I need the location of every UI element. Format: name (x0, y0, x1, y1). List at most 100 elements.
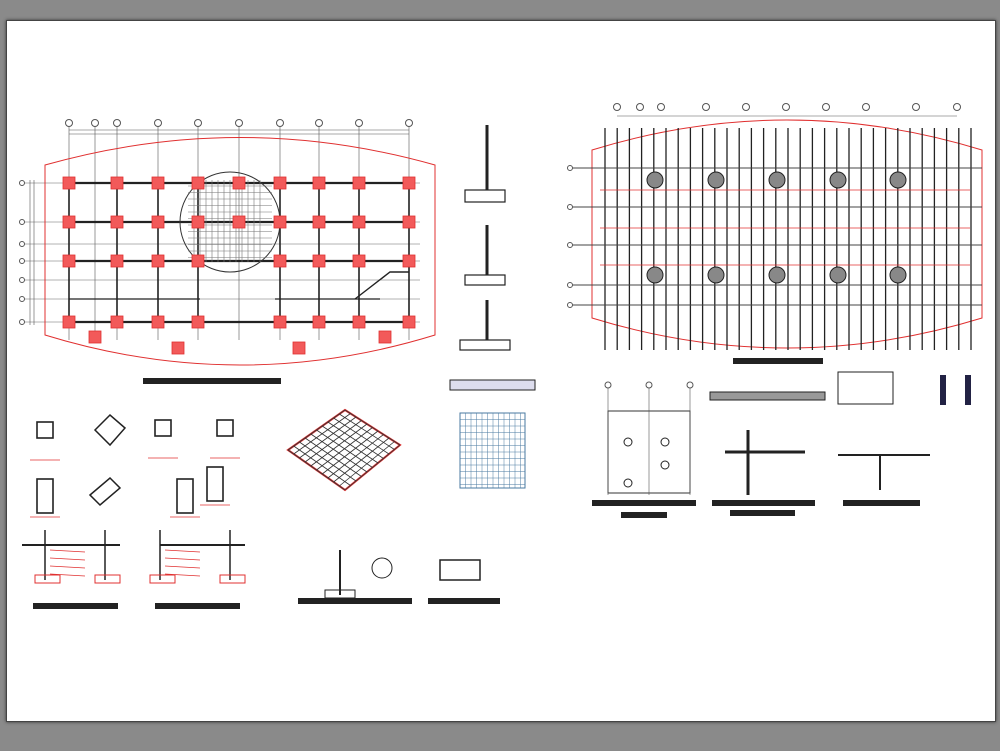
mesh-bar (316, 427, 373, 471)
anchor-bolt (623, 437, 633, 447)
mesh-bar (321, 425, 379, 464)
column-marker (62, 254, 76, 268)
mesh-bar (333, 417, 390, 455)
anchor-bolt (660, 460, 670, 470)
section-detail (837, 371, 894, 405)
grid-bubble (702, 103, 710, 111)
leader-line (164, 573, 201, 577)
footing (464, 274, 506, 286)
skylight (829, 171, 847, 189)
title-bar (143, 378, 281, 384)
column-marker (62, 215, 76, 229)
grid-bubble (91, 119, 99, 127)
footing (149, 574, 176, 584)
skylight (646, 266, 664, 284)
angled-column-section (93, 413, 127, 447)
detail-circle (371, 557, 393, 579)
building-outline (44, 137, 436, 366)
column-marker (191, 215, 205, 229)
title-bar (428, 598, 500, 604)
grid-bubble (355, 119, 363, 127)
grid-bubble (19, 258, 25, 264)
grid-bubble (113, 119, 121, 127)
grid-bubble (19, 296, 25, 302)
grid-bubble (822, 103, 830, 111)
grid-bubble (19, 319, 25, 325)
column-section (36, 478, 54, 514)
column-marker (110, 176, 124, 190)
grid-bubble (65, 119, 73, 127)
grid-bubble (567, 165, 573, 171)
footing-marker (378, 330, 392, 344)
column-marker (352, 176, 366, 190)
grid-bubble (567, 204, 573, 210)
grid-bubble (862, 103, 870, 111)
column-marker (402, 215, 416, 229)
column-section (154, 419, 172, 437)
leader-line (164, 557, 201, 561)
leader-line (49, 557, 86, 561)
column-marker (191, 315, 205, 329)
roof-outline (591, 119, 983, 349)
grid-bubble (19, 219, 25, 225)
column-marker (312, 176, 326, 190)
grid-bubble (613, 103, 621, 111)
footing-details (22, 530, 246, 609)
title-bar (712, 500, 815, 506)
title-bar (298, 598, 412, 604)
footing (34, 574, 61, 584)
skylight (707, 266, 725, 284)
leader-line (164, 565, 201, 569)
grid-bubble (645, 381, 653, 389)
grid-bubble (657, 103, 665, 111)
column-marker (273, 254, 287, 268)
grid-bubble (315, 119, 323, 127)
title-bar (33, 603, 118, 609)
skylight (829, 266, 847, 284)
footing (94, 574, 121, 584)
column-marker (191, 176, 205, 190)
footing (459, 339, 511, 351)
title-bar (843, 500, 920, 506)
roof-framing-plan-right (567, 103, 983, 364)
skylight (889, 171, 907, 189)
beam-elevation (449, 379, 536, 391)
grid-bubble (154, 119, 162, 127)
mesh-bar (344, 444, 401, 491)
column-marker (312, 215, 326, 229)
column-marker (312, 254, 326, 268)
footing (219, 574, 246, 584)
column-section (206, 466, 224, 502)
title-bar (730, 510, 795, 516)
mesh-bar (344, 409, 401, 446)
isometric-rebar-mesh (286, 408, 402, 492)
column-marker (191, 254, 205, 268)
column-section (36, 421, 54, 439)
footing-marker (292, 341, 306, 355)
column-section (216, 419, 234, 437)
grid-bubble (19, 241, 25, 247)
column-marker (273, 176, 287, 190)
grid-bubble (782, 103, 790, 111)
title-bar (592, 500, 696, 506)
column-marker (110, 215, 124, 229)
ramp-beam (354, 271, 409, 300)
grid-bubble (19, 180, 25, 186)
steel-beam (439, 559, 481, 581)
grid-bubble (19, 277, 25, 283)
column-marker (273, 215, 287, 229)
column-marker (402, 315, 416, 329)
leader-line (49, 573, 86, 577)
footing (464, 189, 506, 203)
beam-elevation (709, 391, 826, 401)
column-marker (110, 254, 124, 268)
column-sections (30, 413, 240, 518)
skylight (646, 171, 664, 189)
column-marker (352, 254, 366, 268)
column-marker (110, 315, 124, 329)
foundation-plan-left (19, 119, 436, 384)
column-marker (62, 315, 76, 329)
leader-line (164, 549, 201, 553)
